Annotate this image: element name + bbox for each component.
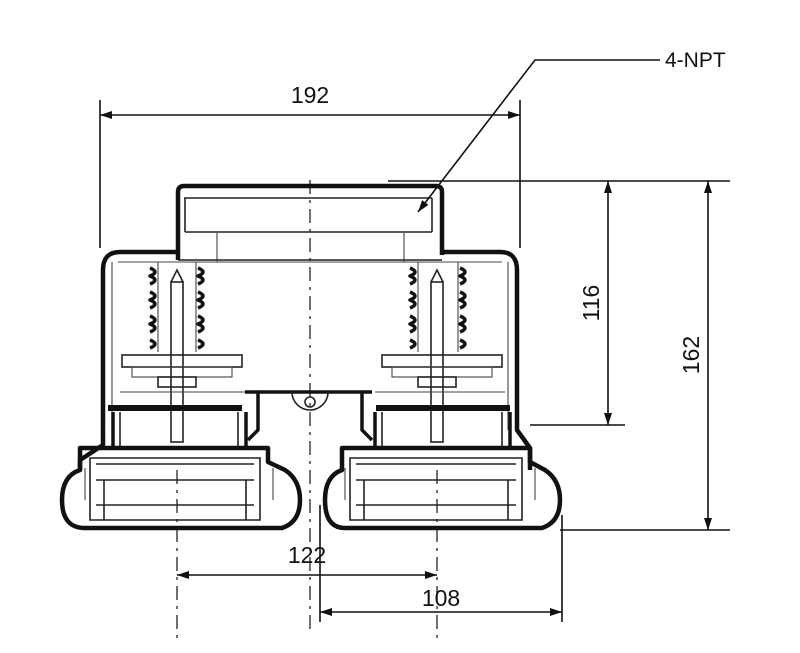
dimension-116-label: 116 <box>578 285 604 322</box>
port-callout: 4-NPT <box>417 49 726 213</box>
dimension-overall-height: 162 <box>678 181 712 530</box>
left-spring-outer <box>148 262 205 352</box>
right-cartridge <box>322 262 563 531</box>
right-spring-outer <box>408 262 467 352</box>
port-callout-label: 4-NPT <box>665 49 726 72</box>
center-lines <box>176 180 438 640</box>
dimension-base-width: 108 <box>320 585 562 616</box>
dimension-122-label: 122 <box>288 542 326 568</box>
left-cartridge <box>59 262 303 531</box>
dimension-108-label: 108 <box>422 585 460 611</box>
dimension-192-label: 192 <box>291 82 329 108</box>
valve-body <box>77 183 533 470</box>
extension-lines <box>99 100 730 622</box>
dimension-overall-width: 192 <box>100 82 520 119</box>
dimension-inner-height: 116 <box>578 181 612 425</box>
dimension-port-spacing: 122 <box>177 542 437 579</box>
dimension-162-label: 162 <box>678 336 704 374</box>
